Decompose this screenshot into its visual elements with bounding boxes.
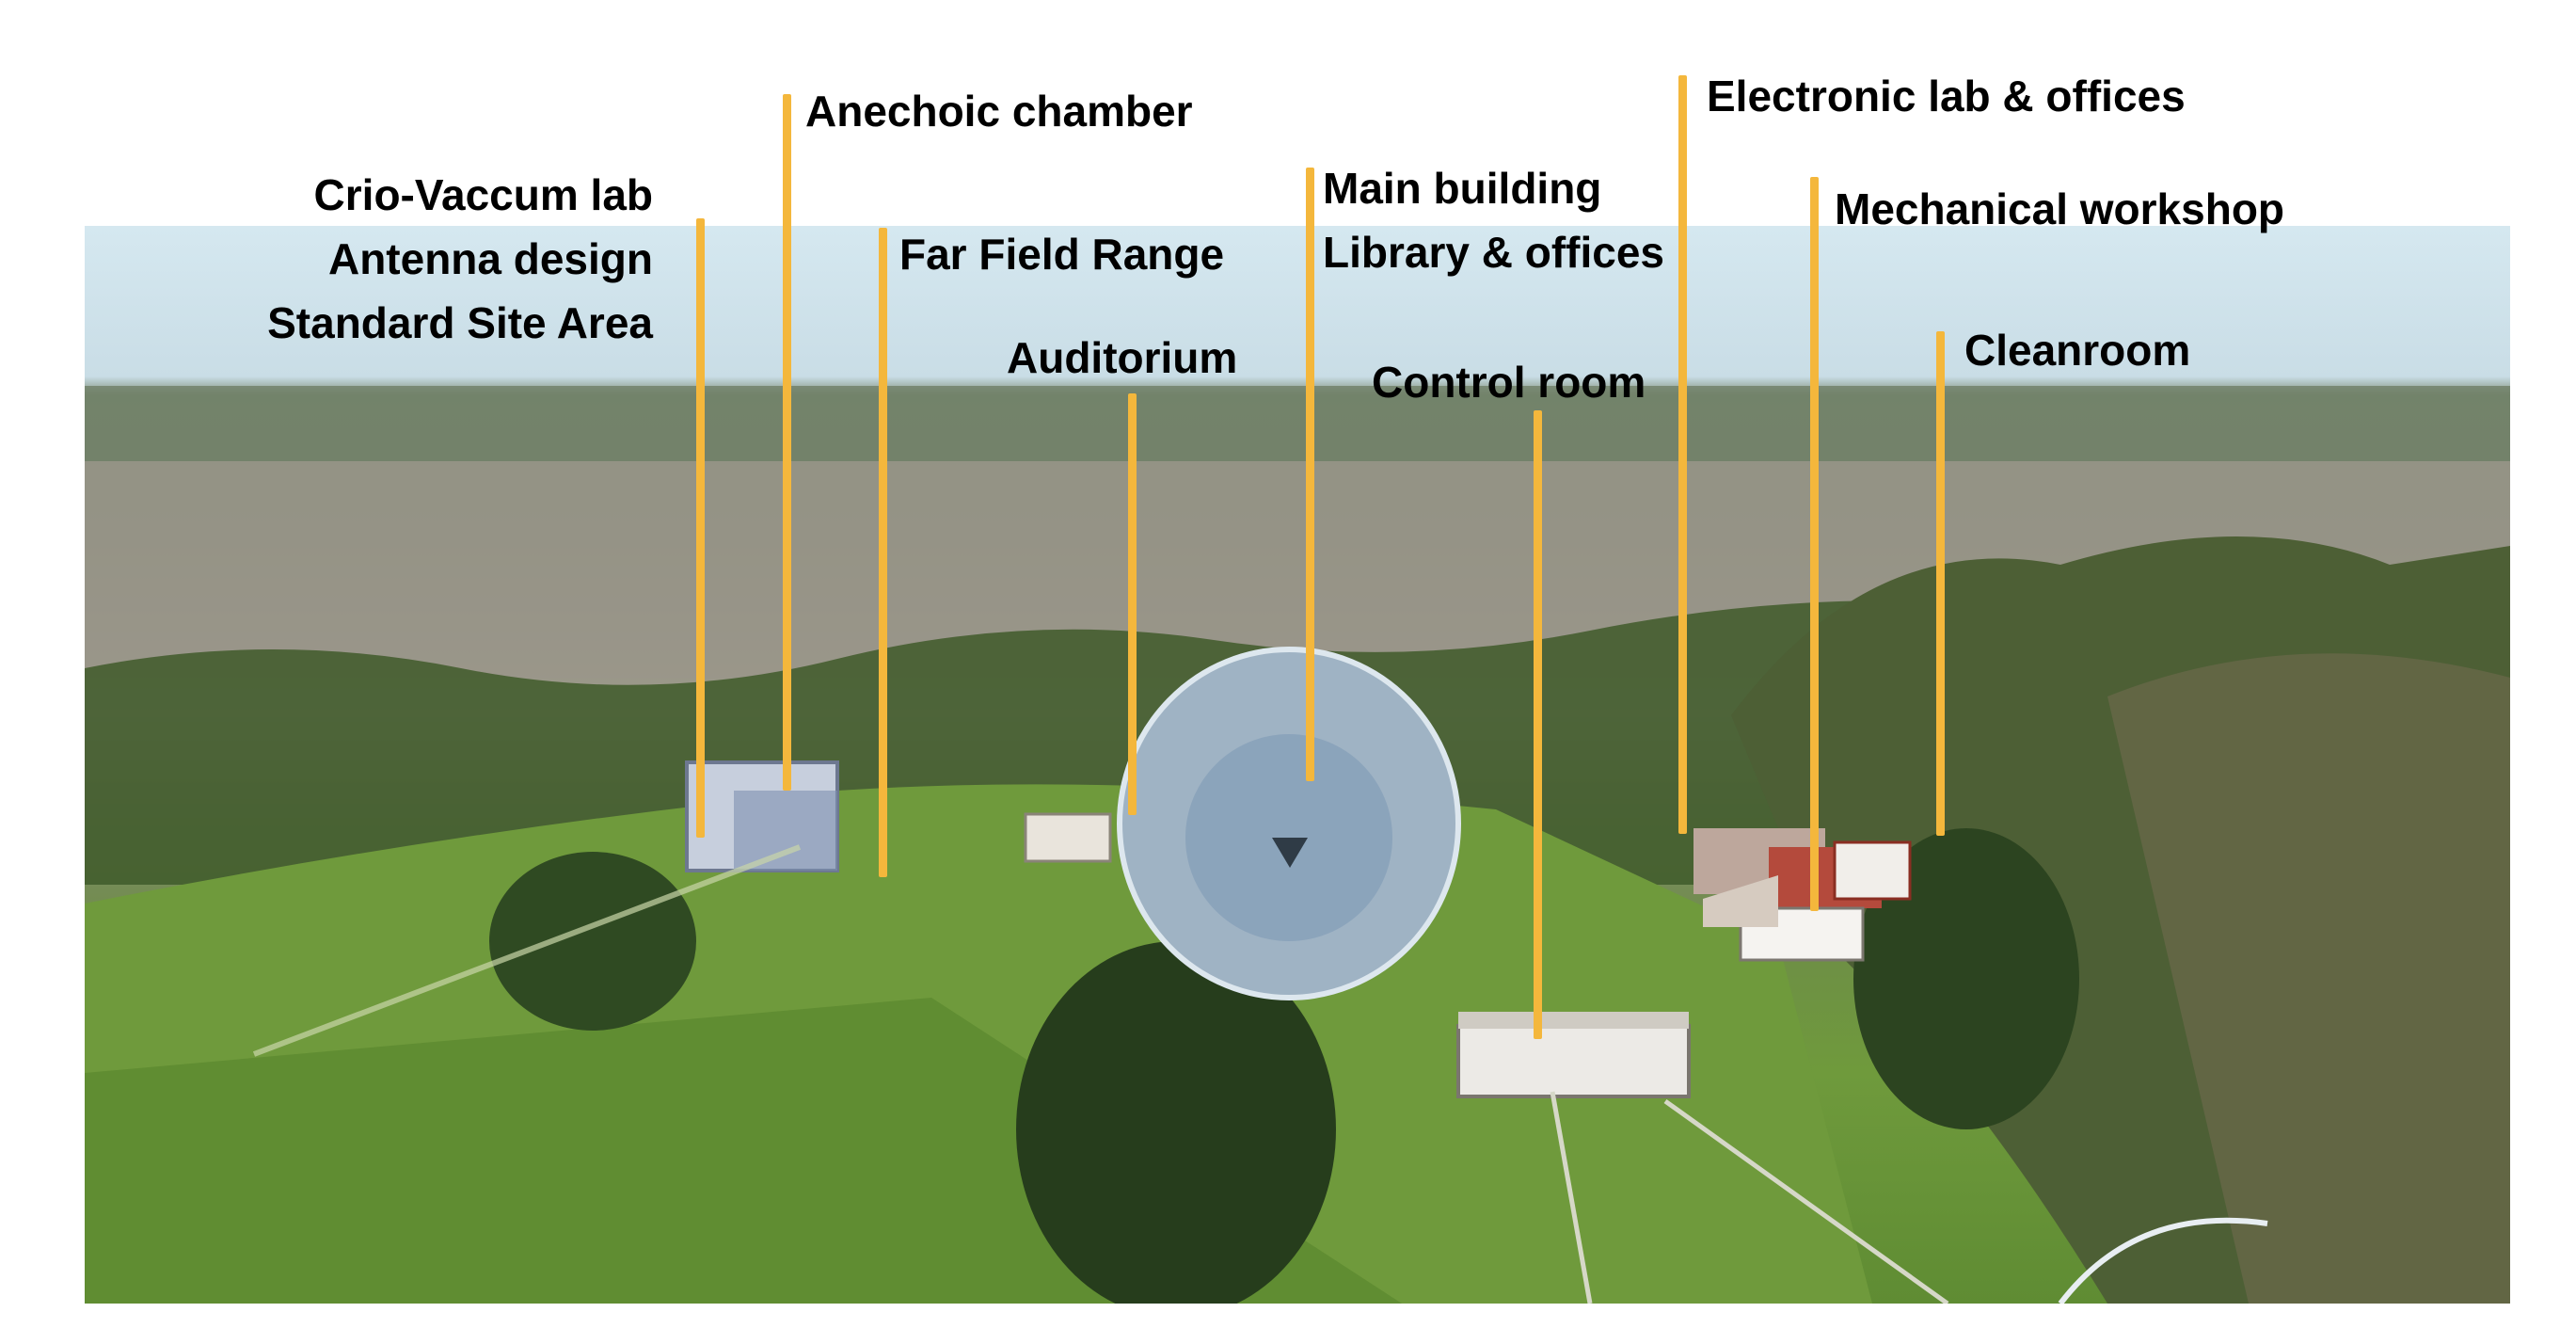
label-standard-site-area: Standard Site Area [267,298,653,347]
label-cleanroom: Cleanroom [1964,326,2191,375]
leader-line-far-field-range [879,228,887,877]
label-group-crio-vaccum: Crio-Vaccum lab Antenna design Standard … [267,163,653,355]
label-crio-vaccum-lab: Crio-Vaccum lab [313,170,653,219]
aerial-photo [85,226,2510,1304]
leader-line-crio-vaccum-lab [696,218,705,838]
label-main-building: Main building [1323,164,1602,213]
leader-line-main-building [1306,168,1314,781]
label-auditorium: Auditorium [1007,333,1238,382]
leader-line-control-room [1534,410,1542,1039]
label-control-room: Control room [1372,358,1646,407]
label-library-offices: Library & offices [1323,228,1664,277]
label-far-field-range: Far Field Range [899,230,1225,279]
leader-line-auditorium [1128,393,1137,815]
leader-line-electronic-lab [1678,75,1687,834]
photo-illustration [85,386,2510,1304]
leader-line-cleanroom [1936,331,1945,836]
label-anechoic-chamber: Anechoic chamber [805,87,1193,136]
label-group-main-building: Main building Library & offices [1323,156,1664,284]
label-electronic-lab-offices: Electronic lab & offices [1707,72,2186,120]
leader-line-mechanical-workshop [1810,177,1819,911]
label-mechanical-workshop: Mechanical workshop [1835,184,2285,233]
label-antenna-design: Antenna design [327,234,653,283]
leader-line-anechoic-chamber [783,94,791,791]
